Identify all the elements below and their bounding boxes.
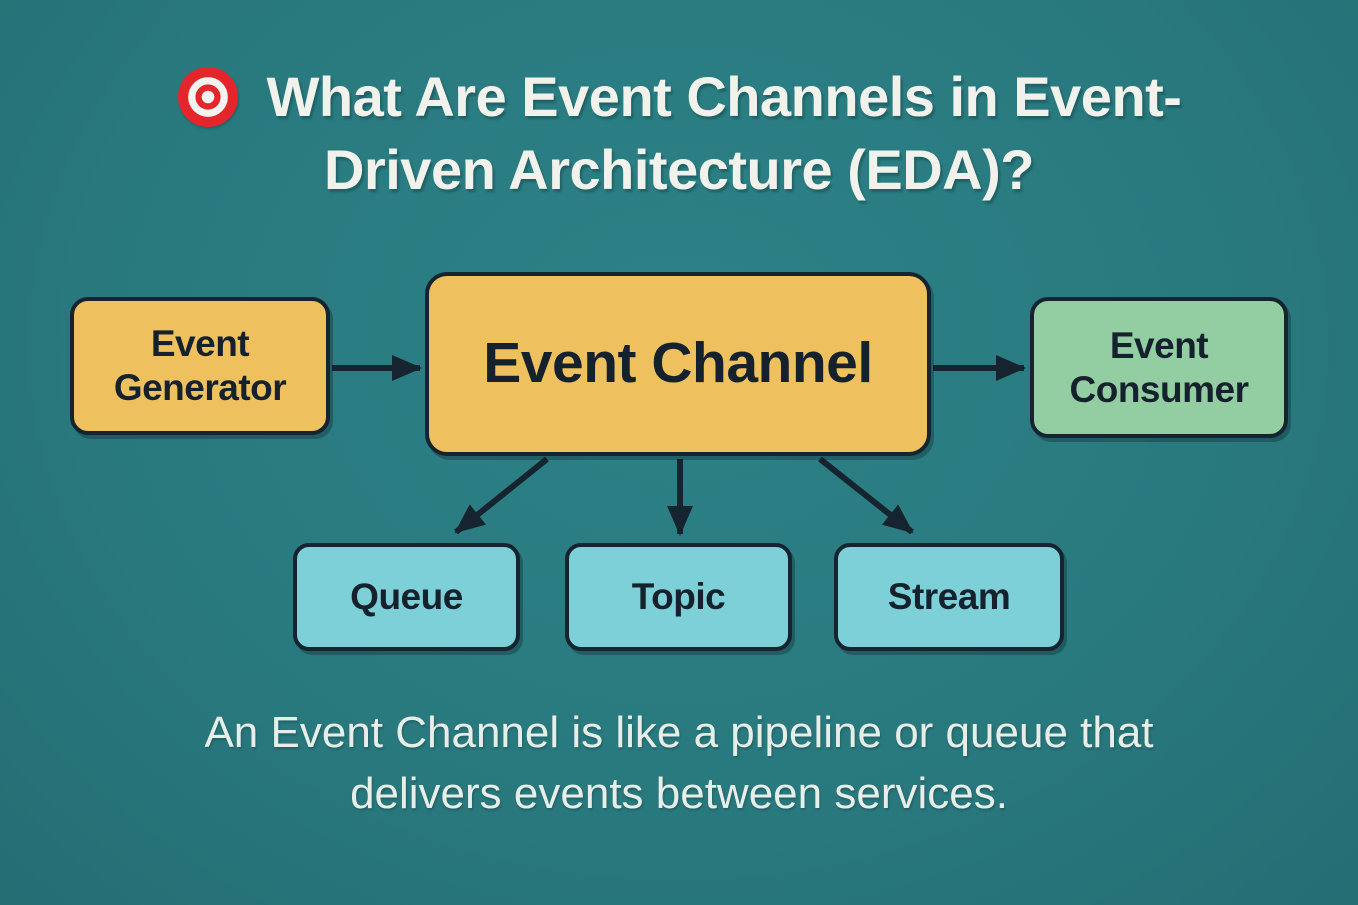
arrow-channel-to-queue xyxy=(454,456,549,535)
title-line-1: What Are Event Channels in Event- xyxy=(266,65,1182,128)
arrow-channel-to-stream xyxy=(818,456,914,535)
bullseye-target-icon xyxy=(177,66,238,127)
caption-line-2: delivers events between services. xyxy=(350,769,1008,818)
title-line1-row: What Are Event Channels in Event- xyxy=(0,60,1358,133)
node-queue: Queue xyxy=(293,543,520,651)
title-line-2: Driven Architecture (EDA)? xyxy=(324,138,1034,201)
title-block: What Are Event Channels in Event- Driven… xyxy=(0,60,1358,206)
node-event-consumer: Event Consumer xyxy=(1030,297,1288,438)
node-topic: Topic xyxy=(565,543,792,651)
node-event-channel: Event Channel xyxy=(425,272,931,456)
node-event-generator: Event Generator xyxy=(70,297,330,435)
caption: An Event Channel is like a pipeline or q… xyxy=(0,702,1358,824)
node-stream: Stream xyxy=(834,543,1064,651)
caption-line-1: An Event Channel is like a pipeline or q… xyxy=(204,708,1154,757)
